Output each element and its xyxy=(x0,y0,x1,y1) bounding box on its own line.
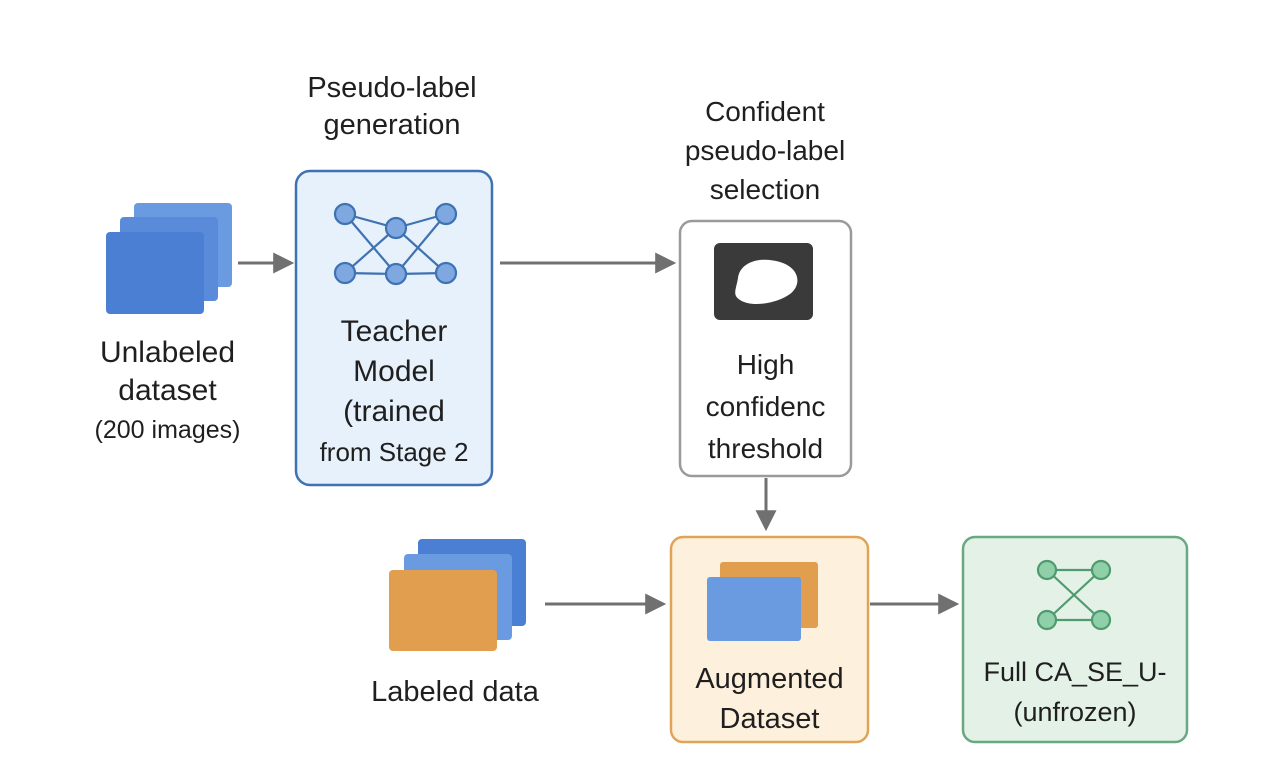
threshold-line1: High xyxy=(736,349,795,380)
teacher-line4: from Stage 2 xyxy=(319,437,469,467)
unlabeled-dataset-label: Unlabeled dataset (200 images) xyxy=(60,334,275,450)
selection-header-line3: selection xyxy=(709,174,821,205)
augmented-line2: Dataset xyxy=(719,703,820,735)
threshold-line3: threshold xyxy=(707,433,824,464)
unlabeled-line2: dataset xyxy=(118,374,217,407)
unlabeled-line1: Unlabeled xyxy=(99,336,236,369)
teacher-header: Pseudo-label generation xyxy=(262,70,522,144)
neural-network-icon xyxy=(333,202,458,286)
final-line1: Full CA_SE_U- xyxy=(983,657,1167,687)
teacher-model-label: Teacher Model (trained from Stage 2 xyxy=(298,312,490,472)
final-model-box xyxy=(961,535,1189,744)
augmented-dataset-label: Augmented Dataset xyxy=(673,659,866,739)
selection-header: Confident pseudo-label selection xyxy=(640,92,890,209)
unlabeled-dataset-stack-icon xyxy=(106,203,232,314)
final-line2: (unfrozen) xyxy=(1013,697,1137,727)
labeled-data-stack-icon xyxy=(389,539,526,651)
teacher-line3: (trained xyxy=(343,395,445,428)
teacher-header-line2: generation xyxy=(323,109,461,141)
augmented-cards-icon xyxy=(707,562,818,641)
teacher-header-line1: Pseudo-label xyxy=(307,72,477,104)
threshold-line2: confidenc xyxy=(705,391,826,422)
threshold-label: High confidenc threshold xyxy=(682,344,849,470)
selection-header-line2: pseudo-label xyxy=(684,135,846,166)
mask-icon xyxy=(714,243,813,320)
teacher-model-box xyxy=(294,169,494,487)
final-model-label: Full CA_SE_U- (unfrozen) xyxy=(965,652,1185,732)
selection-header-line1: Confident xyxy=(705,96,825,127)
teacher-line1: Teacher xyxy=(340,315,448,348)
labeled-data-label: Labeled data xyxy=(371,676,539,708)
unlabeled-count: (200 images) xyxy=(94,416,241,444)
augmented-line1: Augmented xyxy=(695,663,844,695)
small-network-icon xyxy=(1036,559,1112,631)
teacher-line2: Model xyxy=(353,355,435,388)
